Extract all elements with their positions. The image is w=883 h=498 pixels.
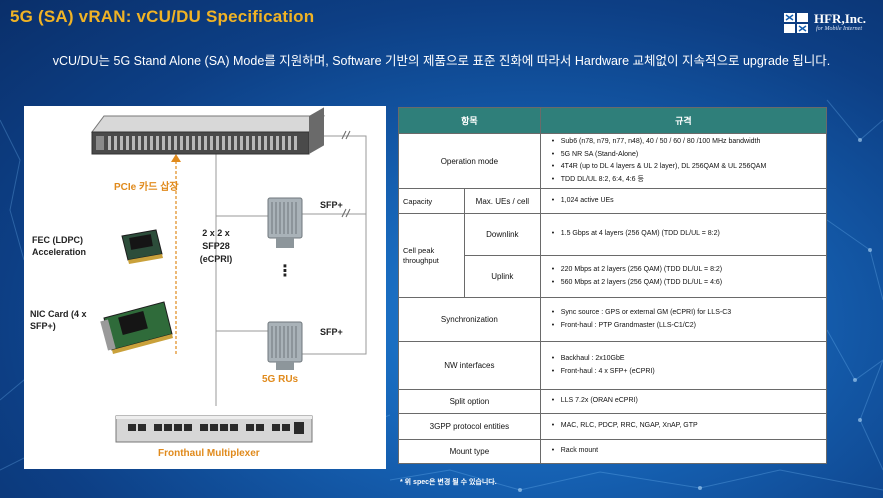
row-spec: Sub6 (n78, n79, n77, n48), 40 / 50 / 60 … — [539, 133, 828, 189]
more-rus-dots: ⋮ — [277, 263, 293, 280]
sfp-bottom-label: SFP+ — [320, 327, 343, 337]
row-label: NW interfaces — [398, 341, 541, 390]
footnote: * 위 spec은 변경 될 수 있습니다. — [400, 479, 497, 486]
table-header-row: 항목 규격 — [398, 107, 828, 134]
spec-item: Rack mount — [552, 445, 822, 458]
row-spec: 1.5 Gbps at 4 layers (256 QAM) (TDD DL/U… — [539, 213, 828, 256]
sfp-top-label: SFP+ — [320, 200, 343, 210]
table-row: Cell peak throughput Downlink 1.5 Gbps a… — [398, 213, 828, 298]
row-spec: 220 Mbps at 2 layers (256 QAM) (TDD DL/U… — [539, 255, 828, 298]
nic-card-icon — [100, 301, 173, 354]
spec-item: LLS 7.2x (ORAN eCPRI) — [552, 395, 822, 408]
page-title: 5G (SA) vRAN: vCU/DU Specification — [10, 7, 315, 26]
ru-top-icon — [267, 197, 303, 248]
row-spec: MAC, RLC, PDCP, RRC, NGAP, XnAP, GTP — [539, 413, 828, 440]
table-row: 3GPP protocol entities MAC, RLC, PDCP, R… — [398, 413, 828, 440]
header-spec: 규격 — [539, 107, 828, 134]
header-item: 항목 — [398, 107, 541, 134]
spec-item: Backhaul : 2x10GbE — [552, 353, 822, 366]
row-sublabel: Max. UEs / cell — [463, 188, 541, 214]
architecture-diagram: PCIe 카드 삽장 FEC (LDPC) Acceleration NIC C… — [24, 106, 386, 469]
company-logo: HFR,Inc. for Mobile Internet — [784, 11, 879, 35]
spec-item: 5G NR SA (Stand-Alone) — [552, 149, 822, 162]
row-label: 3GPP protocol entities — [398, 413, 541, 440]
spec-table: 항목 규격 Operation mode Sub6 (n78, n79, n77… — [398, 107, 828, 464]
spec-item: Sub6 (n78, n79, n77, n48), 40 / 50 / 60 … — [552, 136, 822, 149]
spec-item: 1,024 active UEs — [552, 195, 822, 208]
row-spec: Rack mount — [539, 439, 828, 464]
table-row: Mount type Rack mount — [398, 439, 828, 464]
row-sublabel: Uplink — [463, 255, 541, 298]
fec-label: FEC (LDPC) Acceleration — [32, 235, 87, 257]
table-row: NW interfaces Backhaul : 2x10GbE Front-h… — [398, 341, 828, 390]
spec-item: 1.5 Gbps at 4 layers (256 QAM) (TDD DL/U… — [552, 228, 822, 241]
table-row: Uplink 220 Mbps at 2 layers (256 QAM) (T… — [399, 255, 828, 298]
pcie-arrow-icon — [171, 154, 181, 162]
row-spec: LLS 7.2x (ORAN eCPRI) — [539, 389, 828, 414]
spec-item: Front-haul : 4 x SFP+ (eCPRI) — [552, 366, 822, 379]
multiplexer-chassis-icon — [115, 415, 313, 443]
link-label: 2 x 2 x SFP28 (eCPRI) — [199, 228, 233, 264]
connection-lines — [215, 135, 367, 406]
pcie-label: PCIe 카드 삽장 — [114, 182, 179, 193]
diagram-drawing — [91, 107, 367, 443]
spec-item: MAC, RLC, PDCP, RRC, NGAP, XnAP, GTP — [552, 420, 822, 433]
row-label: Operation mode — [398, 133, 541, 189]
rus-label: 5G RUs — [262, 374, 299, 385]
logo-icon — [784, 13, 808, 33]
row-label: Synchronization — [398, 297, 541, 342]
table-row: Operation mode Sub6 (n78, n79, n77, n48)… — [398, 133, 828, 189]
row-label: Capacity — [398, 188, 465, 214]
row-label: Mount type — [398, 439, 541, 464]
multiplexer-label: Fronthaul Multiplexer — [158, 448, 260, 459]
spec-item: TDD DL/UL 8:2, 6:4, 4:6 등 — [552, 174, 822, 187]
logo-name: HFR,Inc. — [814, 11, 866, 26]
ru-bottom-icon — [267, 321, 303, 370]
spec-item: 220 Mbps at 2 layers (256 QAM) (TDD DL/U… — [552, 264, 822, 277]
spec-item: Front-haul : PTP Grandmaster (LLS-C1/C2) — [552, 320, 822, 333]
spec-item: Sync source : GPS or external GM (eCPRI)… — [552, 307, 822, 320]
page-subtitle: vCU/DU는 5G Stand Alone (SA) Mode를 지원하며, … — [52, 54, 831, 68]
row-label: Cell peak throughput — [398, 213, 465, 298]
spec-item: 560 Mbps at 2 layers (256 QAM) (TDD DL/U… — [552, 277, 822, 290]
row-label: Split option — [398, 389, 541, 414]
fec-card-icon — [121, 229, 163, 264]
nic-label: NIC Card (4 x SFP+) — [30, 309, 87, 331]
table-row: Capacity Max. UEs / cell 1,024 active UE… — [398, 188, 828, 214]
table-row: Split option LLS 7.2x (ORAN eCPRI) — [398, 389, 828, 414]
table-row: Synchronization Sync source : GPS or ext… — [398, 297, 828, 342]
row-sublabel: Downlink — [463, 213, 541, 256]
spec-item: 4T4R (up to DL 4 layers & UL 2 layer), D… — [552, 161, 822, 174]
row-spec: Backhaul : 2x10GbE Front-haul : 4 x SFP+… — [539, 341, 828, 390]
logo-tagline: for Mobile Internet — [816, 26, 862, 32]
link-marks — [341, 130, 351, 218]
row-spec: Sync source : GPS or external GM (eCPRI)… — [539, 297, 828, 342]
server-chassis-icon — [91, 107, 326, 155]
row-spec: 1,024 active UEs — [539, 188, 828, 214]
